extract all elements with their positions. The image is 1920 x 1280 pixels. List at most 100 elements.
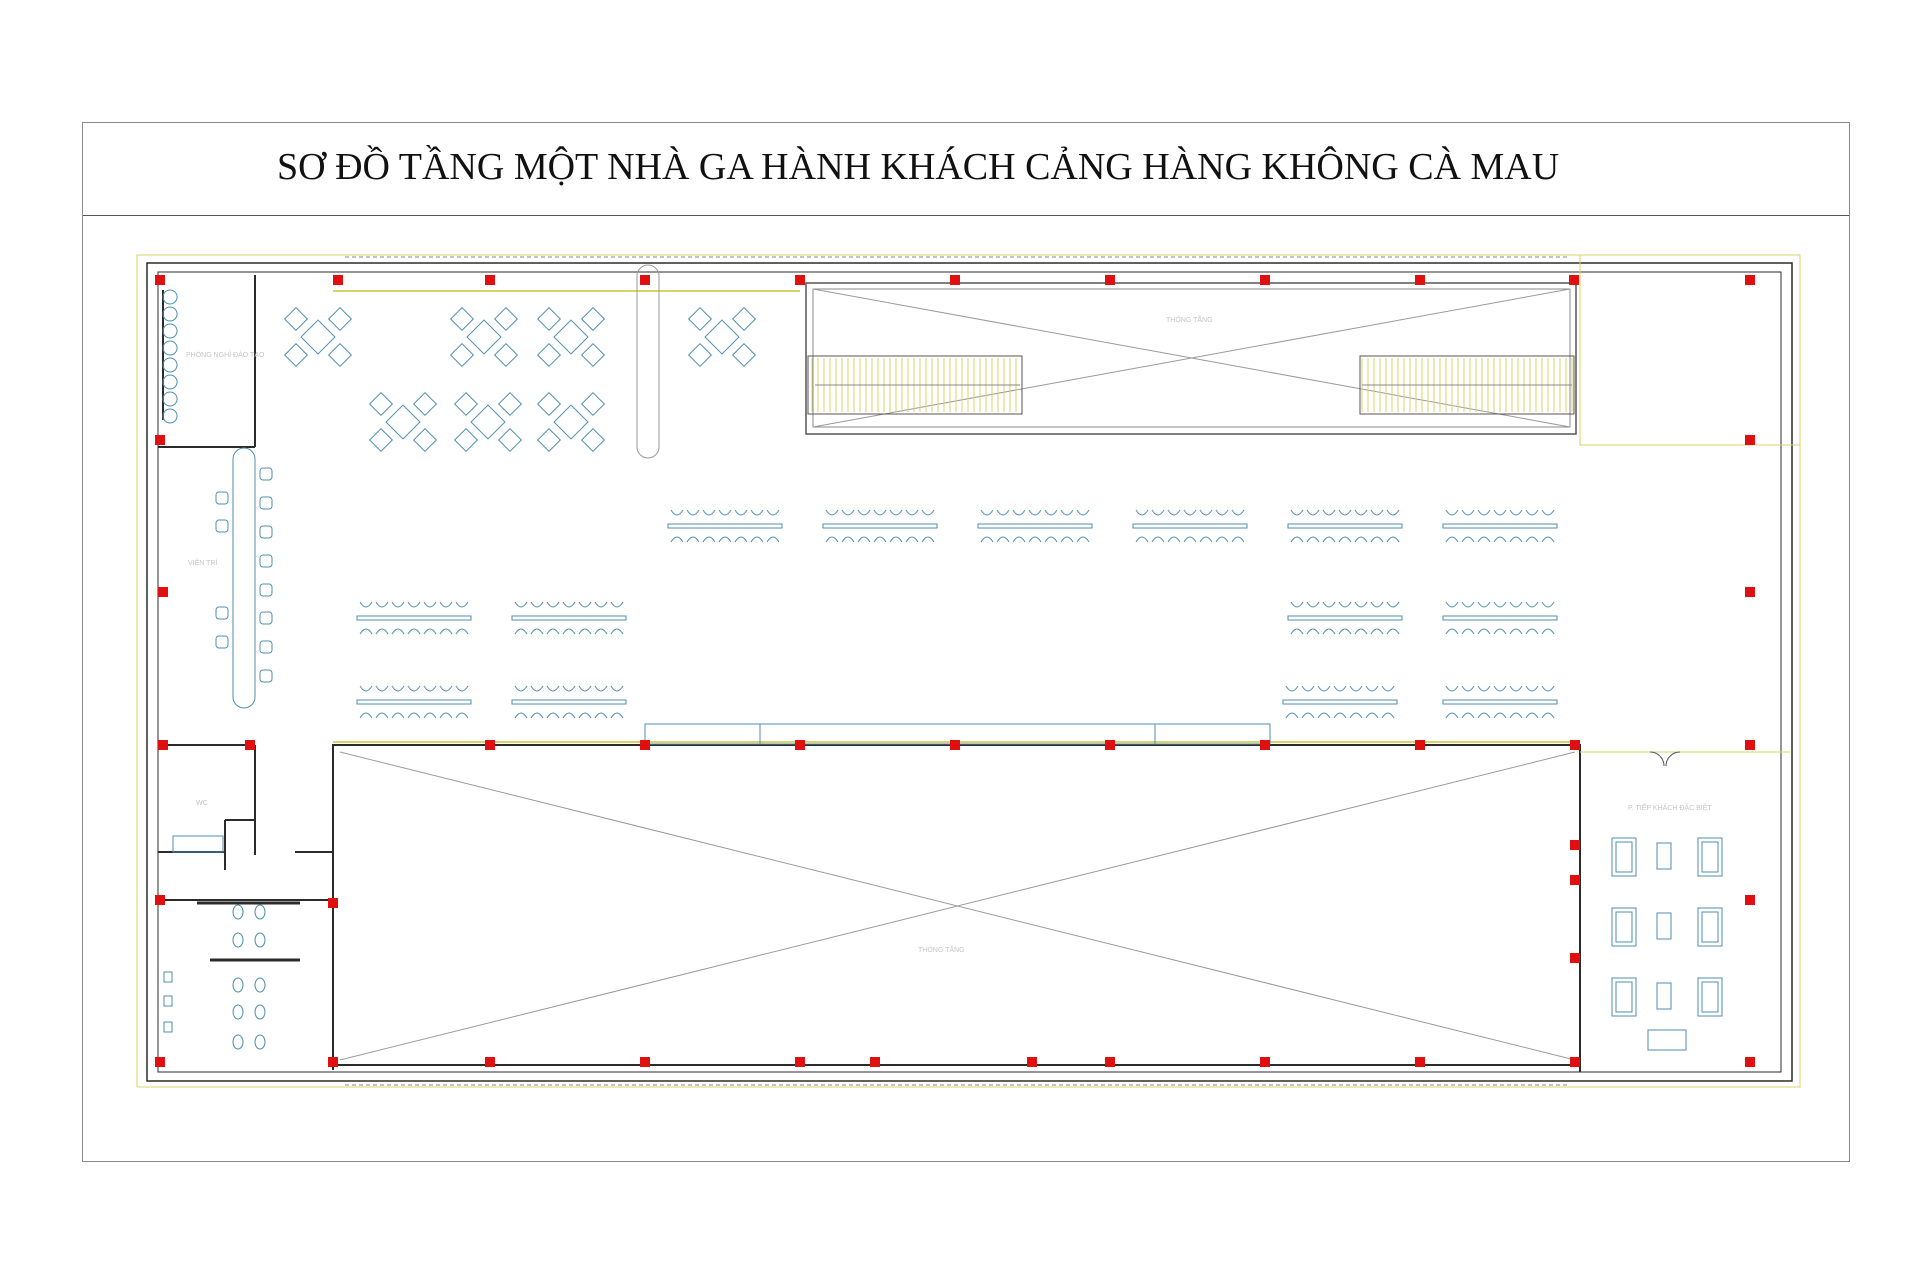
seat xyxy=(562,685,576,692)
seat xyxy=(1290,601,1304,608)
column xyxy=(1415,275,1425,285)
chair xyxy=(327,306,353,332)
seat xyxy=(1493,712,1507,719)
seat xyxy=(1354,628,1368,635)
column xyxy=(1570,953,1580,963)
seat xyxy=(1493,536,1507,543)
seat xyxy=(1445,685,1459,692)
seat xyxy=(996,509,1010,516)
seat xyxy=(1290,536,1304,543)
column xyxy=(333,275,343,285)
page-title: SƠ ĐỒ TẦNG MỘT NHÀ GA HÀNH KHÁCH CẢNG HÀ… xyxy=(277,146,1560,188)
seat xyxy=(686,509,700,516)
seat xyxy=(391,628,405,635)
lower-void-label: THÔNG TẦNG xyxy=(918,944,965,954)
chair xyxy=(327,342,353,368)
sofa-cushion xyxy=(1701,911,1719,943)
column xyxy=(155,895,165,905)
table xyxy=(704,319,740,355)
outer-envelope xyxy=(136,254,1801,1088)
seat xyxy=(407,628,421,635)
seat xyxy=(1386,628,1400,635)
seat xyxy=(766,509,780,516)
seat xyxy=(1541,685,1555,692)
seat xyxy=(1509,509,1523,516)
seat xyxy=(610,685,624,692)
seat xyxy=(889,509,903,516)
column xyxy=(485,275,495,285)
chair xyxy=(259,467,273,481)
bench xyxy=(511,699,627,705)
seat xyxy=(1541,601,1555,608)
seat xyxy=(1525,628,1539,635)
seat xyxy=(1461,685,1475,692)
table xyxy=(470,404,506,440)
seating-bank xyxy=(1287,601,1403,635)
column xyxy=(795,275,805,285)
seat xyxy=(1509,601,1523,608)
seat xyxy=(594,628,608,635)
seat xyxy=(1461,536,1475,543)
column xyxy=(1569,275,1579,285)
chair xyxy=(162,374,178,390)
structural-columns xyxy=(155,275,1755,1067)
seat xyxy=(1525,712,1539,719)
table xyxy=(466,319,502,355)
top-left-room-label: PHÒNG NGHỈ ĐÀO TẠO xyxy=(186,350,265,359)
column xyxy=(1570,840,1580,850)
cafe-table-set xyxy=(453,391,523,453)
seat xyxy=(1322,601,1336,608)
seating-bank xyxy=(977,509,1093,543)
chair xyxy=(283,306,309,332)
chair xyxy=(215,519,229,533)
seat xyxy=(1290,628,1304,635)
column xyxy=(155,435,165,445)
seat xyxy=(1509,685,1523,692)
chair xyxy=(580,427,606,453)
seat xyxy=(750,509,764,516)
seat xyxy=(1333,685,1347,692)
counter-column xyxy=(636,264,660,459)
seat xyxy=(873,509,887,516)
seating-bank xyxy=(667,509,783,543)
seating-bank xyxy=(1442,601,1558,635)
seat xyxy=(455,712,469,719)
column xyxy=(155,1057,165,1067)
chair xyxy=(497,427,523,453)
seat xyxy=(1012,509,1026,516)
chair xyxy=(536,306,562,332)
vip-room-label: P. TIẾP KHÁCH ĐẶC BIỆT xyxy=(1628,802,1712,812)
seat xyxy=(1322,536,1336,543)
sofa xyxy=(1611,837,1637,877)
chair xyxy=(215,491,229,505)
chair xyxy=(162,357,178,373)
seat xyxy=(825,509,839,516)
furniture xyxy=(162,289,1723,1051)
seat xyxy=(439,628,453,635)
chair xyxy=(162,289,178,305)
seat xyxy=(1044,509,1058,516)
side-table xyxy=(1656,912,1672,940)
seat xyxy=(734,509,748,516)
chair xyxy=(368,391,394,417)
sofa-cushion xyxy=(1615,841,1633,873)
chair xyxy=(453,391,479,417)
seat xyxy=(1509,628,1523,635)
column xyxy=(1745,275,1755,285)
chair xyxy=(162,391,178,407)
column xyxy=(1570,1057,1580,1067)
seat xyxy=(1445,628,1459,635)
seat xyxy=(1317,685,1331,692)
column xyxy=(1027,1057,1037,1067)
seat xyxy=(546,601,560,608)
seat xyxy=(1541,628,1555,635)
seat xyxy=(375,685,389,692)
chair xyxy=(215,635,229,649)
seat xyxy=(514,601,528,608)
seat xyxy=(825,536,839,543)
seating-bank xyxy=(511,685,627,719)
seat xyxy=(1445,712,1459,719)
seat xyxy=(1290,509,1304,516)
chair xyxy=(453,427,479,453)
seat xyxy=(1338,601,1352,608)
